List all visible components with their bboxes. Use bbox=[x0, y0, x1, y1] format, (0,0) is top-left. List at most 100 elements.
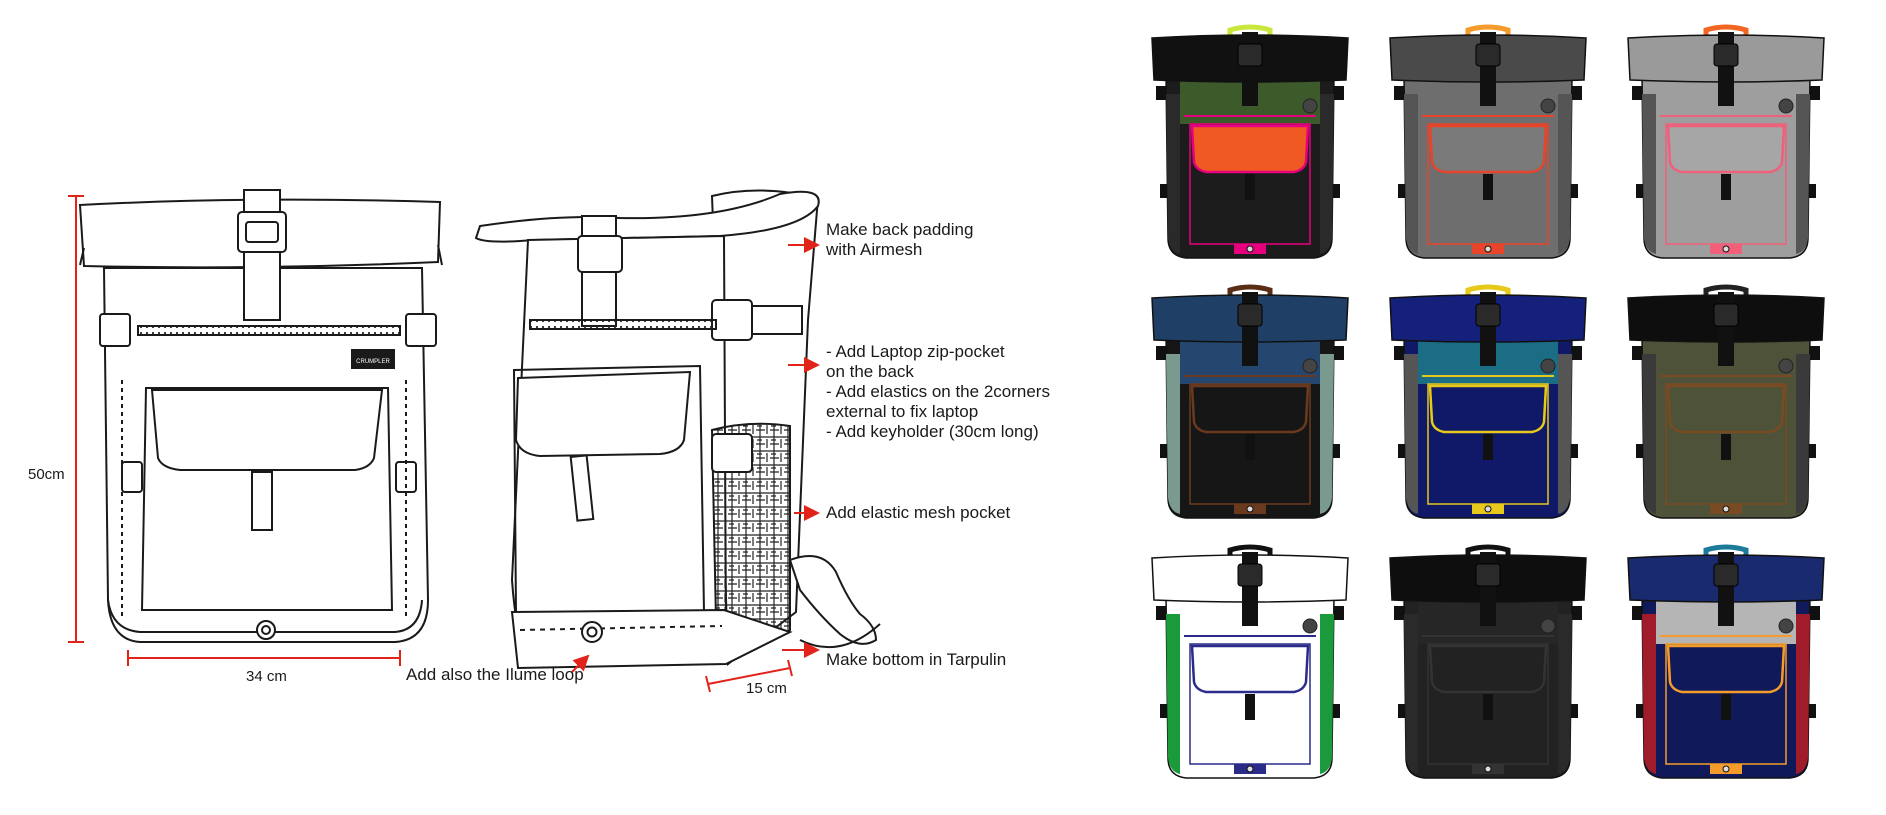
front-flap bbox=[1190, 644, 1310, 694]
pull-tab bbox=[1721, 434, 1731, 460]
note-laptop-pocket: - Add Laptop zip-pocket on the back - Ad… bbox=[826, 342, 1050, 442]
colorway-backpack bbox=[1627, 544, 1825, 779]
pull-tab bbox=[1721, 174, 1731, 200]
note-line: - Add keyholder (30cm long) bbox=[826, 422, 1039, 441]
side-shoulder-strap bbox=[788, 555, 878, 645]
pull-tab bbox=[1721, 694, 1731, 720]
colorway-backpack bbox=[1151, 284, 1349, 519]
front-flap bbox=[150, 389, 384, 471]
buckle bbox=[1713, 303, 1739, 327]
pull-tab bbox=[1245, 434, 1255, 460]
buckle bbox=[1475, 303, 1501, 327]
note-bottom-tarpulin: Make bottom in Tarpulin bbox=[826, 650, 1006, 670]
logo-badge bbox=[1540, 98, 1556, 114]
logo-badge bbox=[1540, 618, 1556, 634]
note-illume-loop: Add also the Ilume loop bbox=[406, 665, 584, 685]
colorway-backpack bbox=[1389, 284, 1587, 519]
side-panel bbox=[1642, 354, 1656, 514]
side-flap bbox=[514, 370, 692, 458]
side-buckle-left bbox=[99, 313, 131, 347]
handle bbox=[1703, 24, 1749, 44]
center-strap bbox=[1718, 292, 1734, 366]
handle bbox=[1703, 544, 1749, 564]
front-flap bbox=[1666, 644, 1786, 694]
side-panel bbox=[1404, 354, 1418, 514]
note-line: Make back padding bbox=[826, 220, 974, 239]
side-panel bbox=[1404, 94, 1418, 254]
center-strap bbox=[1480, 552, 1496, 626]
note-back-padding: Make back padding with Airmesh bbox=[826, 220, 973, 260]
front-flap bbox=[1666, 124, 1786, 174]
buckle bbox=[1713, 563, 1739, 587]
side-pull-tab bbox=[569, 454, 595, 522]
handle bbox=[1703, 284, 1749, 304]
front-view: CRUMPLER bbox=[78, 189, 443, 643]
front-flap bbox=[1428, 384, 1548, 434]
side-view bbox=[474, 189, 881, 670]
buckle bbox=[1237, 303, 1263, 327]
colorway-backpack bbox=[1627, 284, 1825, 519]
dimension-height-label: 50cm bbox=[28, 466, 65, 483]
pull-tab bbox=[1245, 174, 1255, 200]
colorway-backpack bbox=[1389, 24, 1587, 259]
front-pull-tab bbox=[251, 471, 273, 531]
handle bbox=[1465, 544, 1511, 564]
brand-label bbox=[351, 349, 395, 369]
colorway-backpack bbox=[1389, 544, 1587, 779]
front-flap bbox=[1666, 384, 1786, 434]
note-line: external to fix laptop bbox=[826, 402, 979, 421]
side-bottom bbox=[510, 608, 793, 670]
logo-badge bbox=[1302, 98, 1318, 114]
center-strap bbox=[1242, 32, 1258, 106]
handle bbox=[1465, 24, 1511, 44]
front-zipper bbox=[137, 325, 401, 336]
side-panel bbox=[1642, 614, 1656, 774]
handle bbox=[1227, 544, 1273, 564]
colorway-grid bbox=[1151, 24, 1825, 779]
buckle bbox=[1237, 563, 1263, 587]
logo-badge bbox=[1778, 618, 1794, 634]
pull-tab bbox=[1483, 434, 1493, 460]
dimension-width-label: 34 cm bbox=[246, 668, 287, 685]
logo-badge bbox=[1778, 98, 1794, 114]
buckle bbox=[1713, 43, 1739, 67]
side-panel bbox=[1404, 614, 1418, 774]
side-zipper bbox=[529, 319, 717, 330]
front-flap bbox=[1428, 644, 1548, 694]
side-buckle-right bbox=[405, 313, 437, 347]
colorway-backpack bbox=[1151, 544, 1349, 779]
side-panel bbox=[1166, 614, 1180, 774]
colorway-backpack bbox=[1151, 24, 1349, 259]
front-flap bbox=[1190, 384, 1310, 434]
dimension-depth-label: 15 cm bbox=[746, 680, 787, 697]
handle bbox=[1227, 284, 1273, 304]
center-strap bbox=[1480, 292, 1496, 366]
note-line: Make bottom in Tarpulin bbox=[826, 650, 1007, 669]
dimension-lines-front bbox=[68, 195, 401, 666]
note-line: on the back bbox=[826, 362, 914, 381]
annotation-arrows bbox=[571, 237, 820, 673]
pull-tab bbox=[1483, 174, 1493, 200]
front-strap bbox=[243, 189, 281, 321]
buckle bbox=[1475, 43, 1501, 67]
note-line: Add also the Ilume loop bbox=[406, 665, 584, 684]
center-strap bbox=[1242, 552, 1258, 626]
note-line: - Add elastics on the 2corners bbox=[826, 382, 1050, 401]
note-line: - Add Laptop zip-pocket bbox=[826, 342, 1005, 361]
center-strap bbox=[1242, 292, 1258, 366]
dimension-line-depth bbox=[705, 659, 793, 693]
side-panel bbox=[1642, 94, 1656, 254]
pull-tab bbox=[1483, 694, 1493, 720]
front-flap bbox=[1428, 124, 1548, 174]
handle bbox=[1227, 24, 1273, 44]
center-strap bbox=[1480, 32, 1496, 106]
buckle bbox=[1475, 563, 1501, 587]
note-line: Add elastic mesh pocket bbox=[826, 503, 1011, 522]
note-mesh-pocket: Add elastic mesh pocket bbox=[826, 503, 1010, 523]
logo-badge bbox=[1302, 618, 1318, 634]
side-panel bbox=[1166, 94, 1180, 254]
pull-tab bbox=[1245, 694, 1255, 720]
logo-badge bbox=[1778, 358, 1794, 374]
